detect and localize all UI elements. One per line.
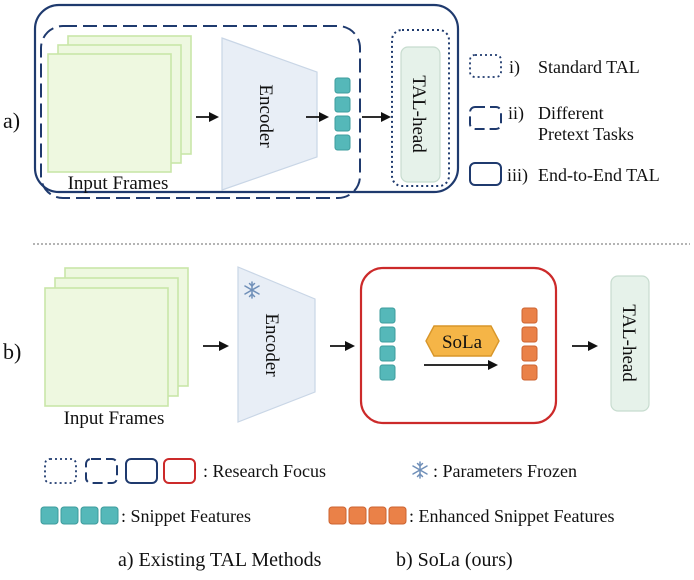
sola-label: SoLa bbox=[442, 332, 483, 353]
enhanced-snippet-feature bbox=[388, 506, 407, 525]
tal-head-box-b bbox=[610, 275, 650, 412]
pretext-tasks-box bbox=[40, 25, 361, 199]
input-frames-label-b: Input Frames bbox=[64, 408, 165, 429]
key-parameters-frozen: : Parameters Frozen bbox=[433, 461, 577, 481]
snippet-feature bbox=[40, 506, 59, 525]
key-snippet-features: : Snippet Features bbox=[121, 506, 251, 526]
key-dashed-icon bbox=[85, 458, 118, 484]
key: : Research Focus : Parameters Frozen : S… bbox=[40, 458, 614, 526]
panel-b-label: b) bbox=[3, 339, 21, 364]
key-dotted-icon bbox=[44, 458, 77, 484]
panel-a-label: a) bbox=[3, 108, 20, 133]
encoder-shape-b bbox=[237, 266, 316, 423]
snippet-feature bbox=[379, 307, 396, 324]
encoder-label-b: Encoder bbox=[261, 313, 282, 377]
legend-solid-icon bbox=[469, 162, 502, 186]
input-frames-stack-b bbox=[44, 267, 189, 407]
caption-b: b) SoLa (ours) bbox=[396, 549, 513, 571]
snippet-feature bbox=[60, 506, 79, 525]
legend-iii-index: iii) bbox=[507, 165, 528, 186]
snippet-feature bbox=[100, 506, 119, 525]
frame-front bbox=[44, 287, 169, 407]
snippet-feature bbox=[334, 115, 351, 132]
legend-i-text: Standard TAL bbox=[538, 57, 640, 77]
tal-head-label: TAL-head bbox=[408, 75, 429, 153]
tal-head-box bbox=[400, 46, 441, 183]
snippet-feature bbox=[80, 506, 99, 525]
legend-iii-text: End-to-End TAL bbox=[538, 165, 660, 185]
legend-ii-text-1: Different bbox=[538, 103, 604, 123]
snowflake-icon bbox=[244, 281, 260, 299]
snippet-features-column bbox=[334, 77, 351, 151]
standard-tal-box bbox=[391, 29, 450, 187]
snippet-feature bbox=[334, 77, 351, 94]
panel-a: a) Input Frames Encoder TAL-head bbox=[3, 3, 660, 199]
caption: a) Existing TAL Methods b) SoLa (ours) bbox=[118, 549, 513, 571]
snippet-features-column-b bbox=[379, 307, 396, 381]
encoder-label: Encoder bbox=[255, 84, 276, 148]
legend-ii-text-2: Pretext Tasks bbox=[538, 124, 634, 144]
key-solid-icon bbox=[125, 458, 158, 484]
enhanced-snippet-feature bbox=[328, 506, 347, 525]
encoder-shape bbox=[221, 37, 318, 191]
snippet-feature bbox=[379, 326, 396, 343]
legend: i) Standard TAL ii) Different Pretext Ta… bbox=[469, 54, 660, 186]
enhanced-features-column bbox=[521, 307, 538, 381]
tal-head-label-b: TAL-head bbox=[618, 304, 639, 382]
key-red-icon bbox=[163, 458, 196, 484]
frame-front bbox=[47, 53, 172, 173]
legend-dotted-icon bbox=[469, 54, 502, 78]
enhanced-snippet-feature bbox=[368, 506, 387, 525]
key-enhanced-snippet-features: : Enhanced Snippet Features bbox=[409, 506, 614, 526]
panel-b: b) Input Frames Encoder SoL bbox=[3, 266, 650, 429]
enhanced-snippet-feature bbox=[521, 326, 538, 343]
caption-a: a) Existing TAL Methods bbox=[118, 549, 322, 571]
snippet-feature bbox=[334, 96, 351, 113]
key-snippet-icons bbox=[40, 506, 119, 525]
snippet-feature bbox=[379, 345, 396, 362]
sola-focus-box bbox=[359, 266, 558, 425]
end-to-end-box bbox=[33, 3, 460, 194]
key-enhanced-icons bbox=[328, 506, 407, 525]
enhanced-snippet-feature bbox=[521, 307, 538, 324]
legend-dashed-icon bbox=[469, 106, 502, 130]
sola-module-shape bbox=[425, 325, 500, 357]
snowflake-icon bbox=[412, 461, 428, 479]
enhanced-snippet-feature bbox=[521, 345, 538, 362]
snippet-feature bbox=[379, 364, 396, 381]
enhanced-snippet-feature bbox=[348, 506, 367, 525]
input-frames-label: Input Frames bbox=[68, 173, 169, 194]
enhanced-snippet-feature bbox=[521, 364, 538, 381]
legend-i-index: i) bbox=[509, 57, 520, 78]
legend-ii-index: ii) bbox=[508, 103, 524, 124]
snippet-feature bbox=[334, 134, 351, 151]
input-frames-stack bbox=[47, 35, 192, 173]
key-research-focus: : Research Focus bbox=[203, 461, 326, 481]
